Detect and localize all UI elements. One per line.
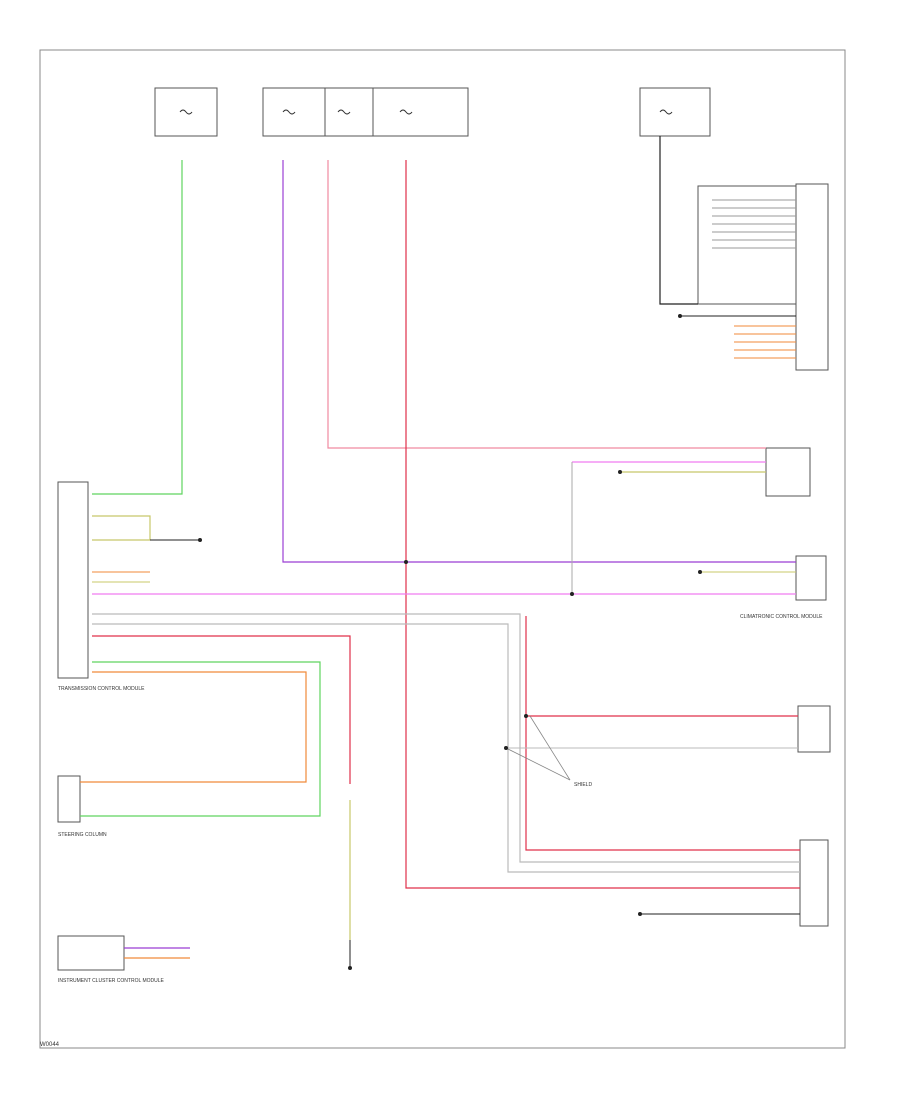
instrument-cluster-box — [57, 935, 125, 971]
ground-dot-3 — [618, 470, 622, 474]
steering-column-box — [57, 775, 81, 823]
wire-red-down — [92, 635, 351, 784]
connector-pins-upper — [712, 199, 796, 249]
wire-gray-1 — [92, 613, 800, 863]
fuse-symbols — [179, 109, 673, 115]
splice-dot-4 — [504, 746, 508, 750]
shield-line-2 — [505, 747, 571, 781]
label-shield: SHIELD — [574, 782, 592, 788]
transmission-module-box — [57, 481, 89, 679]
sensor-box-right — [765, 447, 811, 497]
wire-violet — [282, 160, 796, 563]
sensor-lower-right — [797, 705, 831, 753]
wire-olive-loop — [92, 515, 151, 541]
fuse-box-5 — [639, 87, 711, 137]
fuse-box-1 — [154, 87, 218, 137]
ground-dot-6 — [348, 966, 352, 970]
module-mid-right — [795, 555, 827, 601]
wire-red-lower — [525, 616, 800, 851]
ground-dot-2 — [678, 314, 682, 318]
ground-dot-1 — [198, 538, 202, 542]
splice-dot-2 — [570, 592, 574, 596]
wire-orange-lower — [80, 671, 307, 783]
wire-green — [92, 160, 183, 495]
shield-line-1 — [529, 715, 571, 781]
wire-red-main — [405, 160, 800, 889]
fuse-box-4 — [372, 87, 469, 137]
wire-green-lower — [80, 661, 321, 817]
ground-dot-4 — [698, 570, 702, 574]
fuse-box-2 — [262, 87, 326, 137]
label-transmission-module: TRANSMISSION CONTROL MODULE — [58, 686, 145, 692]
wire-pink — [327, 160, 766, 449]
label-hvac-module: CLIMATRONIC CONTROL MODULE — [740, 614, 823, 620]
connector-box-upper-right — [697, 185, 797, 305]
diagram-code: W0044 — [40, 1042, 60, 1048]
fuse-box-3 — [324, 87, 374, 137]
connector-pins-orange — [734, 325, 796, 359]
module-bottom-right — [799, 839, 829, 927]
label-instrument-cluster: INSTRUMENT CLUSTER CONTROL MODULE — [58, 978, 165, 984]
splice-dot-1 — [404, 560, 408, 564]
wire-black-upper — [659, 136, 698, 305]
diagram-frame — [39, 49, 846, 1049]
label-steering-column: STEERING COLUMN — [58, 832, 107, 838]
module-upper-right — [795, 183, 829, 371]
ground-dot-5 — [638, 912, 642, 916]
splice-dot-3 — [524, 714, 528, 718]
